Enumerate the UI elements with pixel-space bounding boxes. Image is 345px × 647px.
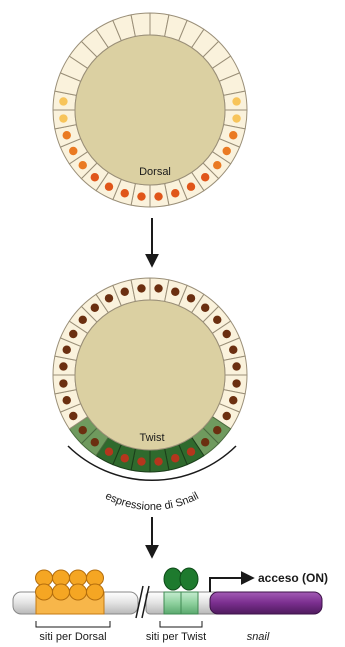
embryo-twist-nucleus [91,438,99,446]
embryo-twist-nucleus [79,426,87,434]
embryo-twist-nucleus [63,346,71,354]
embryo-twist-nucleus [137,284,145,292]
embryo-twist-nucleus [91,304,99,312]
embryo-dorsal-yolk [75,35,225,185]
dorsal-sites-label: siti per Dorsal [39,631,106,643]
embryo-twist-nucleus [201,438,209,446]
twist-sites-bracket [160,621,202,627]
embryo-dorsal-label: Dorsal [139,166,171,178]
embryo-twist-nucleus [229,346,237,354]
twist-protein [180,568,198,590]
embryo-dorsal-nucleus [91,173,99,181]
embryo-twist-nucleus [105,448,113,456]
embryo-twist-nucleus [105,294,113,302]
embryo-dorsal-nucleus [79,161,87,169]
embryo-twist-nucleus [79,316,87,324]
embryo-twist-nucleus [171,288,179,296]
snail-gene [210,592,322,614]
embryo-twist-nucleus [187,448,195,456]
embryo-dorsal-nucleus [187,183,195,191]
embryo-dorsal-nucleus [63,131,71,139]
embryo-dorsal-nucleus [69,147,77,155]
twist-protein [164,568,182,590]
embryo-twist-nucleus [187,294,195,302]
embryo-twist-nucleus [213,316,221,324]
snail-expression-label: espressione di Snail [103,490,200,513]
embryo-twist-nucleus [59,379,67,387]
embryo-twist-nucleus [121,288,129,296]
embryo-dorsal-nucleus [213,161,221,169]
embryo-dorsal-nucleus [229,131,237,139]
embryo-dorsal-nucleus [59,97,67,105]
embryo-twist-nucleus [232,379,240,387]
transcription-start-arrow [210,578,252,592]
snail-gene-region: acceso (ON) siti per Dorsal siti per Twi… [13,568,328,643]
dorsal-sites-bracket [36,621,110,627]
embryo-twist-nucleus [121,454,129,462]
snail-gene-label: snail [247,631,270,643]
dorsal-protein [53,584,70,600]
embryo-dorsal-nucleus [105,183,113,191]
embryo-twist-nucleus [223,412,231,420]
embryo-dorsal: Dorsal [53,13,247,207]
embryo-dorsal-nucleus [232,97,240,105]
embryo-twist-nucleus [171,454,179,462]
embryo-dorsal-nucleus [223,147,231,155]
dorsal-protein [36,584,53,600]
dorsal-protein [70,584,87,600]
embryo-twist-nucleus [213,426,221,434]
embryo-dorsal-nucleus [121,189,129,197]
embryo-twist-yolk [75,300,225,450]
embryo-dorsal-nucleus [59,114,67,122]
embryo-twist: Twist [53,278,247,472]
embryo-twist-nucleus [223,330,231,338]
twist-sites-label: siti per Twist [146,631,206,643]
embryo-twist-nucleus [154,457,162,465]
embryo-twist-nucleus [137,457,145,465]
gene-on-label: acceso (ON) [258,571,328,585]
embryo-twist-nucleus [63,396,71,404]
embryo-dorsal-nucleus [137,192,145,200]
embryo-twist-nucleus [59,362,67,370]
embryo-twist-nucleus [154,284,162,292]
embryo-twist-nucleus [69,412,77,420]
embryo-twist-nucleus [229,396,237,404]
embryo-twist-nucleus [232,362,240,370]
embryo-twist-label: Twist [139,432,164,444]
embryo-twist-nucleus [201,304,209,312]
embryo-dorsal-nucleus [154,192,162,200]
embryo-twist-nucleus [69,330,77,338]
dorsal-protein [87,584,104,600]
embryo-dorsal-nucleus [171,189,179,197]
embryo-dorsal-nucleus [232,114,240,122]
embryo-dorsal-nucleus [201,173,209,181]
